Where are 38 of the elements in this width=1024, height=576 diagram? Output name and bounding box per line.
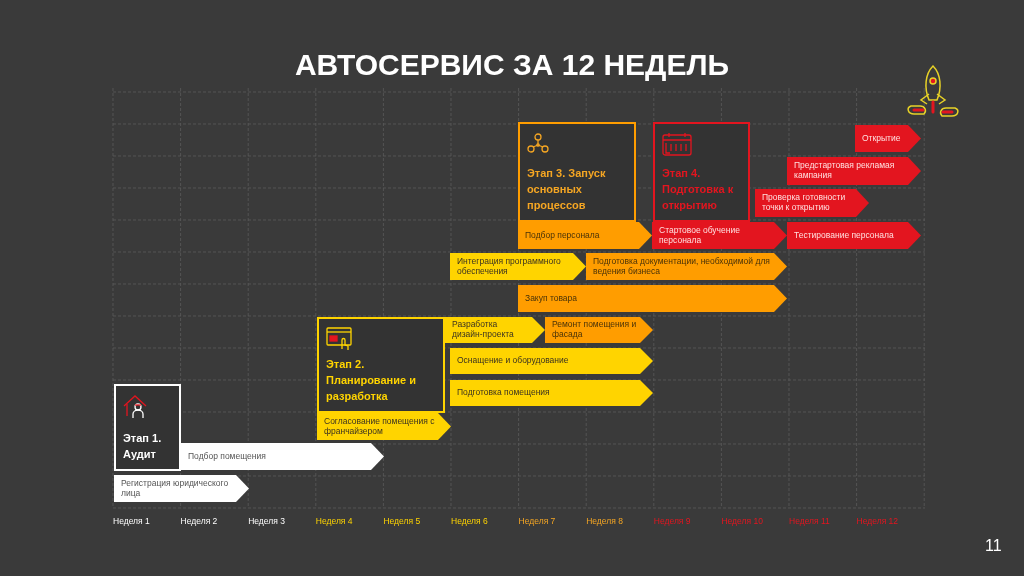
stage-title: Этап 4. Подготовка к открытию — [662, 166, 735, 214]
task-bar: Ремонт помещения и фасада — [545, 317, 653, 343]
task-bar: Подбор помещения — [181, 443, 384, 470]
stage-frame — [114, 384, 181, 471]
stage-title: Этап 2. Планирование и разработка — [326, 357, 417, 405]
page-number: 11 — [985, 537, 1002, 555]
week-label: Неделя 4 — [315, 516, 353, 526]
task-bar: Разработка дизайн-проекта — [445, 317, 545, 343]
task-bar: Подготовка документации, необходимой для ведения бизнеса — [586, 253, 787, 280]
week-label: Неделя 9 — [653, 516, 691, 526]
stage-title: Этап 3. Запуск основных процессов — [527, 166, 607, 214]
task-bar: Интеграция программного обеспечения — [450, 253, 586, 280]
stage-frame — [518, 122, 636, 222]
task-bar: Согласование помещения с франчайзером — [317, 413, 451, 440]
task-bar: Оснащение и оборудование — [450, 348, 653, 374]
week-label: Неделя 11 — [789, 516, 830, 526]
stage-frame — [317, 317, 445, 413]
stage-frame — [653, 122, 750, 222]
task-bar: Предстартовая рекламая кампания — [787, 157, 921, 185]
task-bar: Регистрация юридического лица — [114, 475, 249, 502]
week-label: Неделя 6 — [451, 516, 488, 526]
task-bar: Закуп товара — [518, 285, 787, 312]
task-bar: Открытие — [855, 125, 921, 152]
week-label: Неделя 3 — [248, 516, 285, 526]
week-label: Неделя 10 — [721, 516, 763, 526]
task-bar: Тестирование персонала — [787, 222, 921, 249]
week-label: Неделя 8 — [586, 516, 623, 526]
week-label: Неделя 5 — [383, 516, 421, 526]
task-bar: Стартовое обучение персонала — [652, 222, 787, 249]
week-label: Неделя 7 — [518, 516, 556, 526]
slide-title: АВТОСЕРВИС ЗА 12 НЕДЕЛЬ — [294, 48, 730, 81]
task-bar: Проверка готовности точки к открытию — [755, 189, 869, 217]
week-label: Неделя 2 — [180, 516, 218, 526]
week-label: Неделя 12 — [856, 516, 899, 526]
stage-title: Этап 1. Аудит — [123, 431, 163, 463]
task-bar: Подготовка помещения — [450, 380, 653, 406]
week-label: Неделя 1 — [113, 516, 150, 526]
task-bar: Подбор персонала — [518, 222, 652, 249]
